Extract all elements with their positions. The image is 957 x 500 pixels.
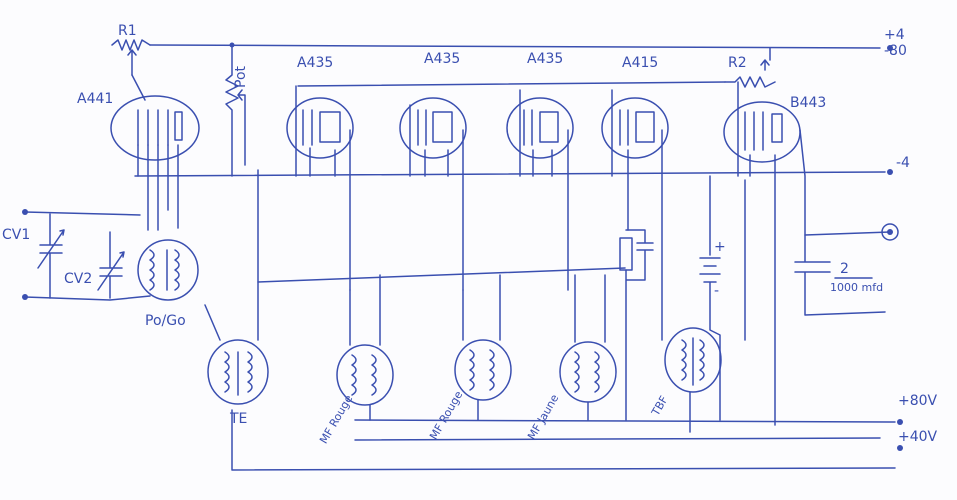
mid-bus-wire [257, 267, 626, 283]
tube-a435-3-envelope [506, 97, 574, 159]
terminal-plus80 [897, 419, 903, 425]
label-tube-a435-1: A435 [297, 55, 334, 71]
label-battery-plus: + [714, 239, 726, 255]
tube-a441-envelope [110, 95, 200, 161]
cv1-body [37, 213, 65, 299]
r1-wiper [127, 49, 137, 76]
mf-rouge-1-coils [349, 274, 381, 421]
tube-a441-leads [131, 74, 179, 231]
label-r2: R2 [728, 55, 747, 71]
tube-a441-electrodes [137, 109, 183, 146]
bottom-return-wire [231, 409, 896, 471]
label-tube-a415: A415 [622, 55, 659, 71]
terminal-minus4 [887, 169, 893, 175]
rail-plus80-wire [354, 419, 896, 423]
pot-wiper [237, 89, 246, 166]
r2-resistor [724, 47, 776, 88]
te-coils [204, 169, 259, 396]
label-output-cap-unit: 1000 mfd [830, 281, 884, 294]
tube-a435-3-electrodes [523, 109, 559, 146]
tube-b443-electrodes [744, 111, 783, 151]
tube-b443-leads [737, 81, 806, 426]
input-wires [24, 211, 151, 301]
label-tube-a441: A441 [77, 91, 114, 107]
tube-a415-envelope [601, 97, 669, 159]
output-jack [881, 223, 899, 241]
label-pot: Pot [233, 66, 249, 88]
mf-jaune-core [559, 341, 617, 403]
battery-symbol [699, 175, 721, 421]
po-go-transformer-core [137, 239, 199, 301]
tube-a435-1-electrodes [302, 109, 341, 146]
label-r1: R1 [118, 23, 137, 39]
pot-junction [229, 42, 235, 48]
r1-resistor [111, 39, 151, 51]
output-capacitor [794, 231, 891, 316]
label-tube-a435-2: A435 [424, 51, 461, 67]
tube-a435-1-envelope [286, 97, 354, 159]
mf-rouge-2-coils [462, 274, 501, 421]
pot-resistor [225, 44, 239, 177]
rail-plus4-wire [149, 44, 881, 49]
po-go-coils [149, 249, 180, 291]
label-cv1: CV1 [2, 227, 31, 243]
label-rail-minus80: -80 [884, 43, 907, 59]
tbf-transformer-core [664, 327, 722, 393]
tube-b443-envelope [723, 101, 801, 163]
mf-jaune-coils [574, 274, 606, 421]
label-cv2: CV2 [64, 271, 93, 287]
tube-a435-1-leads [295, 81, 726, 291]
tube-a435-2-electrodes [417, 109, 453, 146]
tube-a435-3-leads [519, 89, 569, 291]
rail-minus4-wire [134, 171, 886, 177]
tube-a435-2-envelope [399, 97, 467, 159]
tube-a415-leads [611, 89, 663, 341]
label-rail-minus4: -4 [896, 155, 910, 171]
label-tube-a435-3: A435 [527, 51, 564, 67]
label-rail-plus4: +4 [884, 27, 905, 43]
label-te: TE [230, 411, 248, 427]
mf-rouge-2-core [454, 339, 512, 401]
label-rail-plus80v: +80V [898, 393, 938, 409]
tbf-coils [681, 337, 705, 433]
label-output-cap-value: 2 [840, 261, 849, 277]
label-rail-plus40v: +40V [898, 429, 938, 445]
label-battery-minus: - [714, 283, 720, 299]
cv2-body [97, 231, 125, 299]
grid-leak-capacitor [625, 229, 654, 421]
label-tube-b443: B443 [790, 95, 827, 111]
rail-plus40-wire [354, 437, 881, 441]
terminal-plus4 [887, 45, 893, 51]
label-po-go: Po/Go [145, 313, 186, 329]
tube-a435-2-leads [409, 104, 464, 291]
mf-rouge-1-core [336, 344, 394, 406]
te-transformer-core [207, 339, 269, 405]
terminal-plus40 [897, 445, 903, 451]
tube-a415-electrodes [619, 109, 655, 146]
output-jack-center [887, 229, 893, 235]
grid-leak-resistor [619, 237, 633, 271]
